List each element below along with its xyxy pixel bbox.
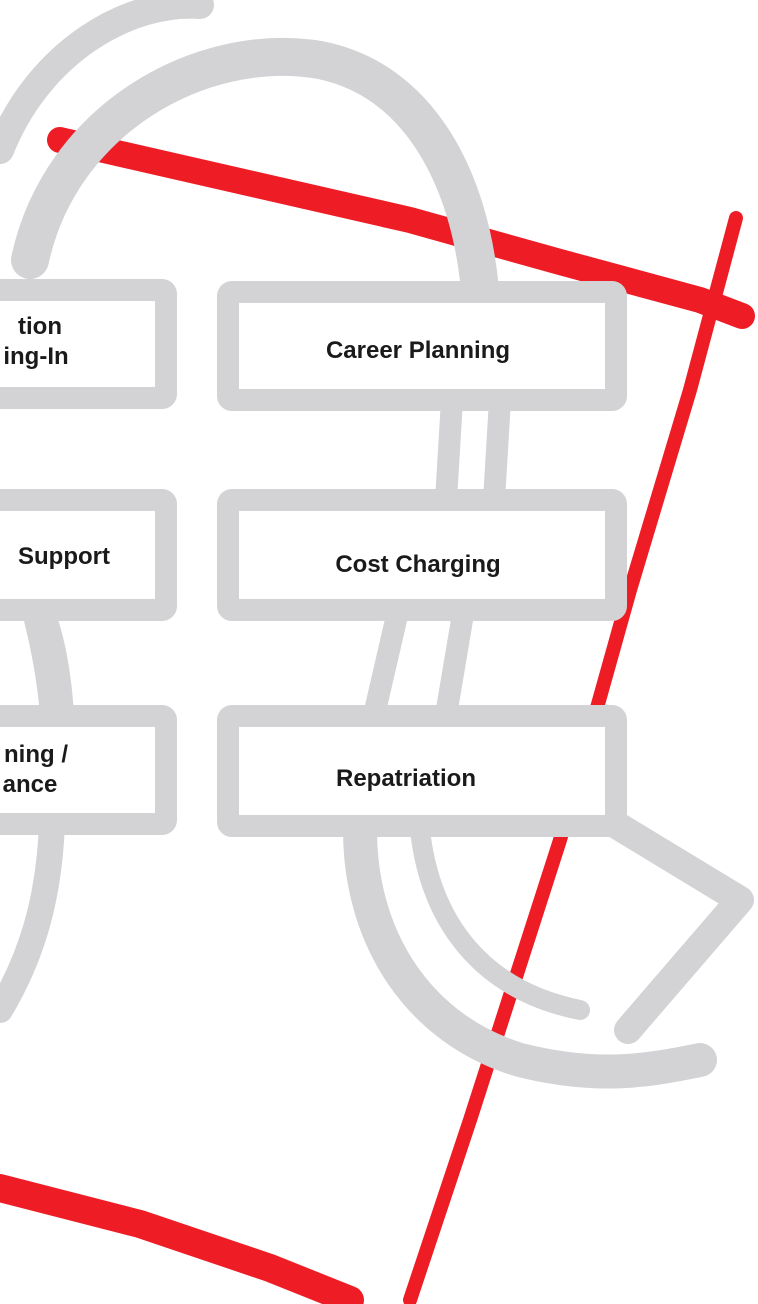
gray-brush-bottom-left [0, 807, 65, 1023]
gray-connector-career-to-cost [435, 389, 511, 511]
gray-connector-left-column [24, 600, 74, 725]
box-cost-charging: Cost Charging [217, 489, 627, 621]
box-repatriation: Repatriation [217, 705, 627, 837]
gray-brush-top-loop [11, 37, 499, 309]
box-left-top-label-2: ing-In [3, 343, 68, 370]
box-cost-charging-label: Cost Charging [335, 551, 500, 578]
box-career-planning-label: Career Planning [326, 337, 510, 364]
box-left-mid-label: Support [18, 543, 110, 570]
gray-connector-cost-to-repatriation [363, 609, 473, 726]
box-repatriation-label: Repatriation [336, 765, 476, 792]
box-left-mid: Support [0, 489, 177, 621]
gray-brush-loop-inner [0, 0, 214, 164]
box-left-top: tion ing-In [0, 279, 177, 409]
box-left-bottom: ning / ance [0, 705, 177, 835]
gray-arrow-head [586, 801, 754, 1044]
gray-brush-bottom-right-curve [343, 813, 717, 1089]
box-left-top-label-1: tion [18, 313, 62, 340]
red-brush-stroke-bottom [0, 1174, 364, 1304]
box-left-bottom-label-2: ance [3, 771, 58, 798]
box-career-planning: Career Planning [217, 281, 627, 411]
gray-brush-bottom-right-inner [410, 820, 590, 1020]
box-left-bottom-label-1: ning / [4, 741, 68, 768]
